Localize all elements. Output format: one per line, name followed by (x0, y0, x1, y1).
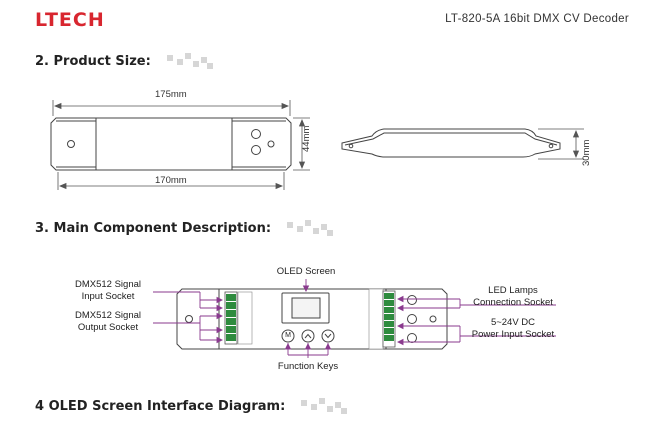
power-input-label: 5~24V DC Power Input Socket (471, 317, 555, 340)
section-title: 3. Main Component Description: (35, 220, 272, 236)
decorative-squares-icon (283, 220, 334, 236)
section-oled-interface-heading: 4 OLED Screen Interface Diagram: (35, 398, 348, 414)
output-terminal-block (368, 288, 396, 350)
oled-screen-graphic (281, 292, 330, 324)
mode-key-label: M (285, 332, 291, 339)
dimension-length-inner: 170mm (155, 175, 187, 186)
dmx-terminal-block (224, 291, 253, 345)
section-main-component-heading: 3. Main Component Description: (35, 220, 334, 236)
dmx-input-label: DMX512 Signal Input Socket (74, 279, 141, 302)
dmx-output-label: DMX512 Signal Output Socket (74, 310, 141, 333)
section-product-size-heading: 2. Product Size: (35, 53, 213, 69)
dimension-length-outer: 175mm (155, 89, 187, 100)
product-model-title: LT-820-5A 16bit DMX CV Decoder (445, 13, 629, 25)
decoder-side-view (341, 128, 561, 158)
section-title: 2. Product Size: (35, 53, 151, 69)
led-lamps-label: LED Lamps Connection Socket (473, 285, 553, 308)
decorative-squares-icon (163, 53, 213, 69)
function-keys-label: Function Keys (277, 361, 339, 372)
decoder-top-view (50, 117, 292, 171)
section-title: 4 OLED Screen Interface Diagram: (35, 398, 286, 414)
callout-lines (153, 279, 556, 358)
dimension-lines (52, 100, 310, 190)
decorative-squares-icon (297, 398, 348, 414)
oled-screen-label: OLED Screen (276, 266, 336, 277)
function-keys-graphic (281, 329, 335, 343)
ltech-logo: LTECH (35, 9, 105, 31)
